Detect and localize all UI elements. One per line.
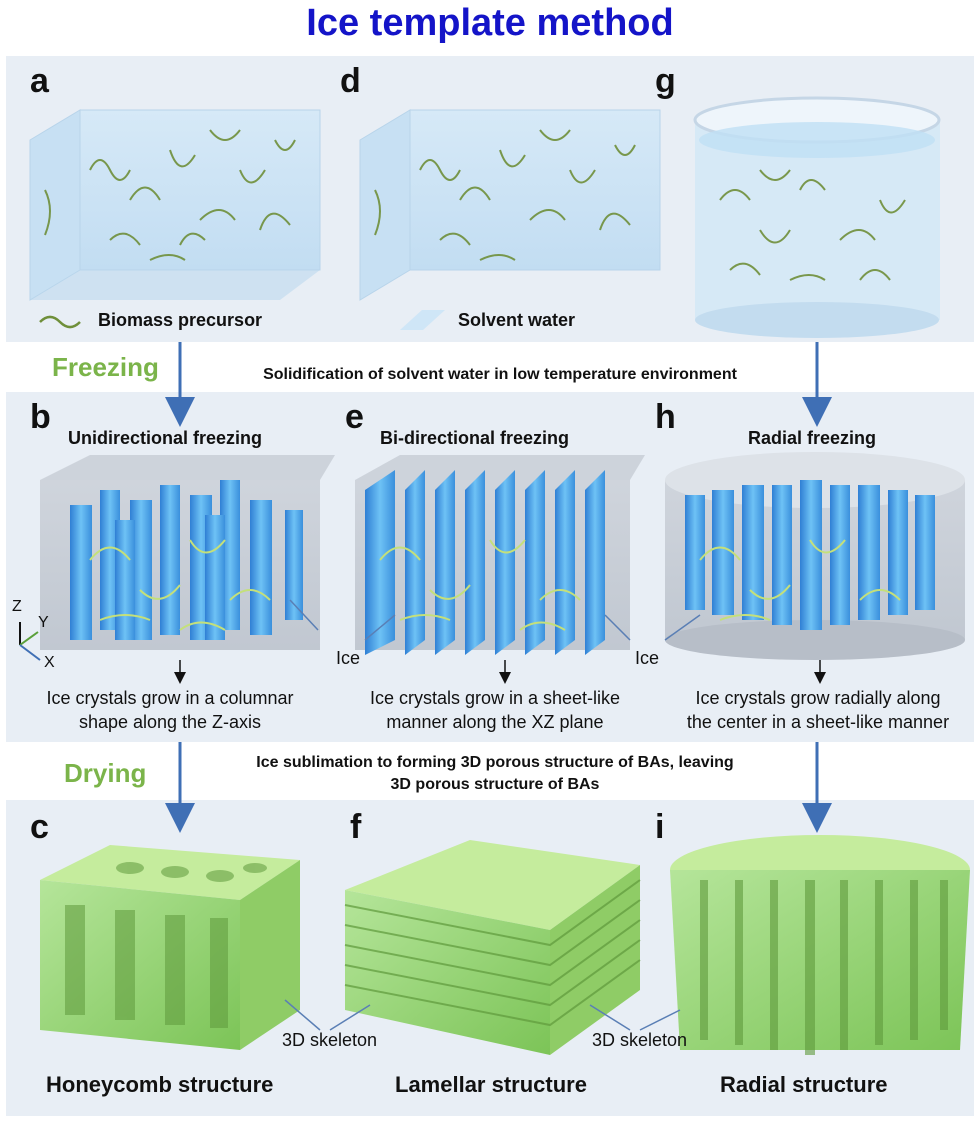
drying-note-line1: Ice sublimation to forming 3D porous str… [256, 754, 734, 771]
panel-e-sheets [355, 455, 645, 655]
panel-letter-f: f [350, 808, 362, 846]
caption-h-line2: the center in a sheet-like manner [686, 712, 950, 732]
skeleton-label-right: 3D skeleton [592, 1030, 688, 1050]
panel-d-box [359, 109, 661, 301]
panel-letter-g: g [655, 62, 676, 100]
label-honeycomb: Honeycomb structure [46, 1072, 274, 1097]
label-radial: Radial structure [720, 1072, 888, 1097]
caption-e-line1: Ice crystals grow in a sheet-like [369, 688, 621, 708]
caption-e-line2: manner along the XZ plane [386, 712, 604, 732]
panel-h-radial [665, 452, 965, 660]
drying-note-line2: 3D porous structure of BAs [390, 776, 600, 793]
panel-letter-c: c [30, 808, 49, 846]
panel-g-cylinder [693, 96, 941, 338]
axis-label-y: Y [38, 614, 49, 631]
freezing-label: Freezing [52, 352, 159, 382]
ice-label-right: Ice [635, 648, 660, 668]
drying-label: Drying [64, 758, 147, 788]
diagram-title: Ice template method [306, 2, 674, 44]
ice-label-left: Ice [336, 648, 361, 668]
caption-radial: Ice crystals grow radially along the cen… [660, 686, 976, 734]
panel-f-lamellar [344, 840, 641, 1055]
panel-letter-h: h [655, 398, 676, 436]
header-bidirectional: Bi-directional freezing [380, 428, 570, 448]
water-legend-label: Solvent water [458, 310, 576, 330]
caption-b-line2: shape along the Z-axis [78, 712, 262, 732]
caption-unidirectional: Ice crystals grow in a columnar shape al… [10, 686, 330, 734]
panel-letter-d: d [340, 62, 361, 100]
panel-i-radial [670, 835, 970, 1055]
panel-letter-e: e [345, 398, 364, 436]
header-radial: Radial freezing [748, 428, 877, 448]
biomass-legend-icon [39, 315, 81, 329]
drying-note: Ice sublimation to forming 3D porous str… [190, 752, 800, 796]
biomass-legend-label: Biomass precursor [98, 310, 263, 330]
axis-label-x: X [44, 654, 55, 671]
axis-triad [19, 622, 41, 661]
header-unidirectional: Unidirectional freezing [68, 428, 263, 448]
panel-letter-a: a [30, 62, 49, 100]
caption-h-line1: Ice crystals grow radially along [695, 688, 941, 708]
panel-letter-i: i [655, 808, 665, 846]
axis-label-z: Z [12, 598, 22, 615]
panel-letter-b: b [30, 398, 51, 436]
panel-a-box [29, 109, 321, 301]
skeleton-label-left: 3D skeleton [282, 1030, 378, 1050]
water-legend-icon [400, 310, 445, 330]
panel-b-columns [40, 455, 335, 650]
label-lamellar: Lamellar structure [395, 1072, 587, 1097]
caption-b-line1: Ice crystals grow in a columnar [46, 688, 294, 708]
freezing-note: Solidification of solvent water in low t… [263, 366, 737, 383]
panel-c-honeycomb [40, 845, 300, 1050]
caption-bidirectional: Ice crystals grow in a sheet-like manner… [330, 686, 660, 734]
